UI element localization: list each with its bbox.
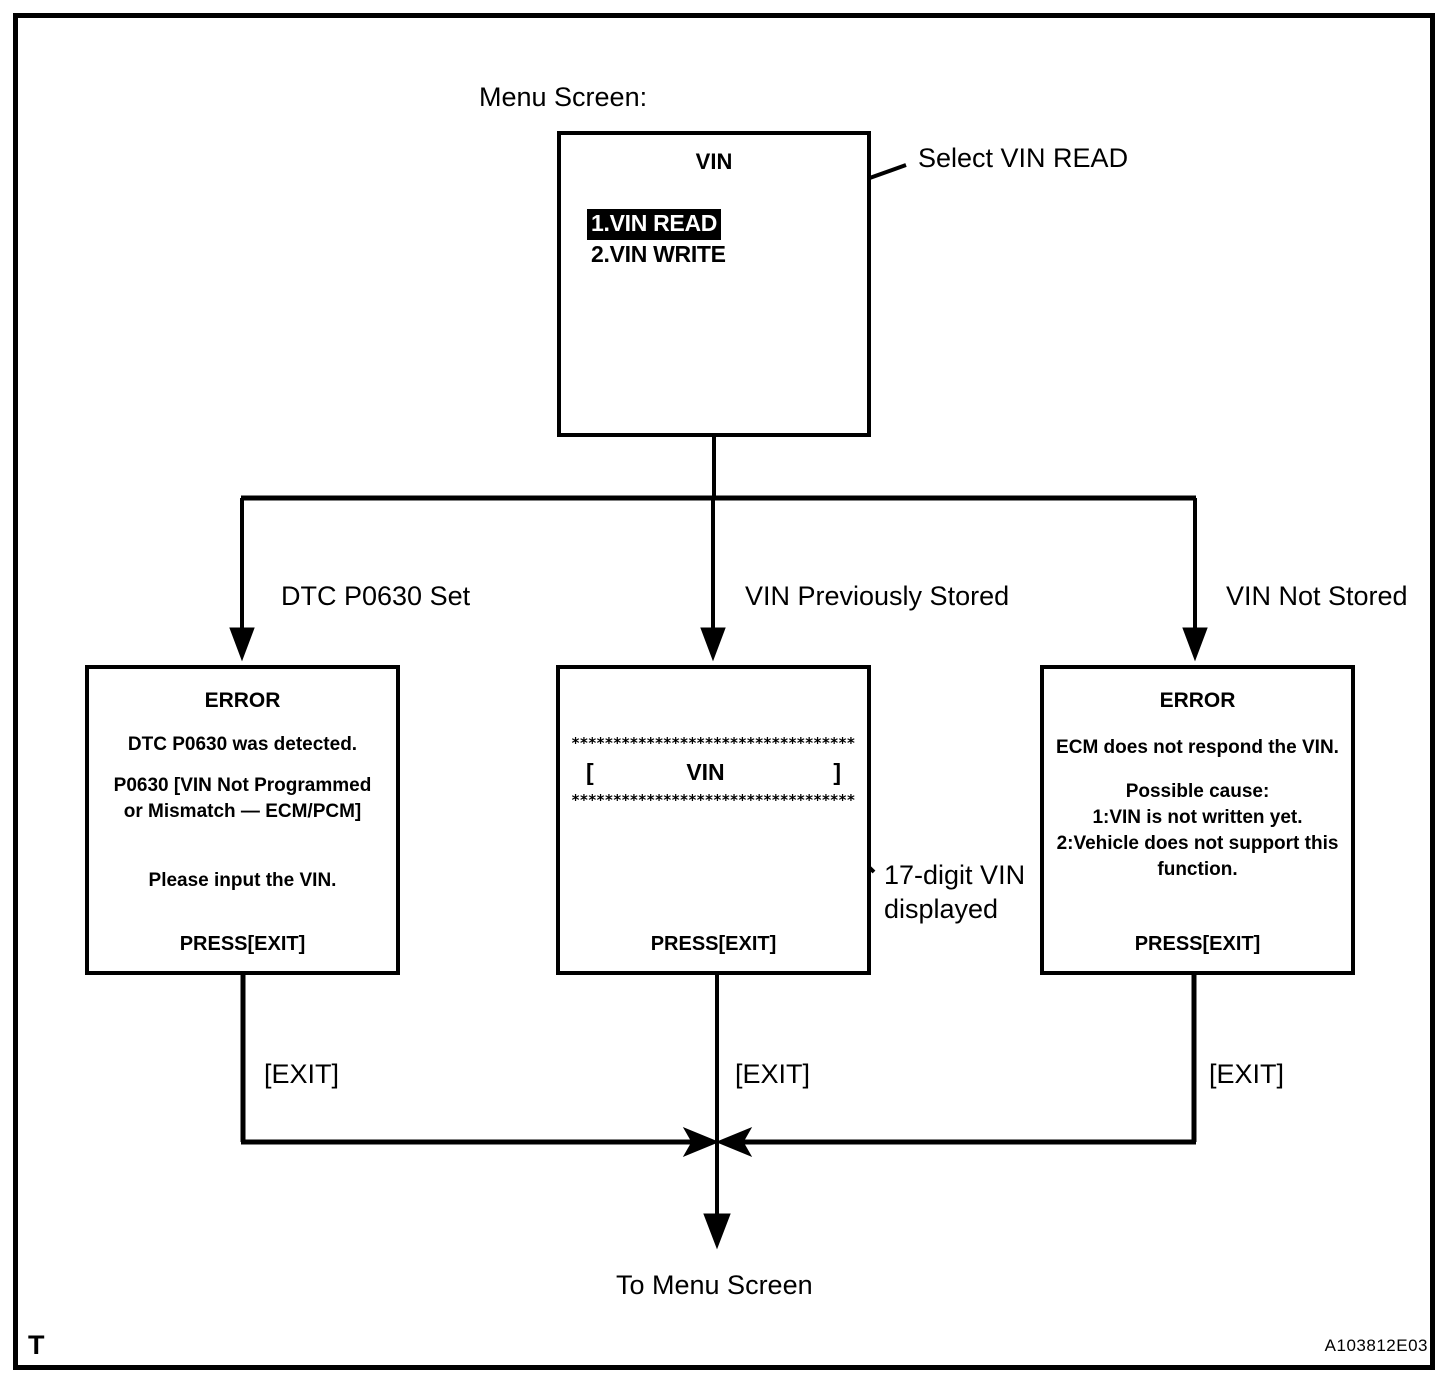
corner-mark-t: T: [28, 1330, 45, 1360]
vin-display-bracket-open: [: [586, 759, 594, 785]
vin-display-stars-bottom: **********************************: [571, 791, 856, 809]
page-border: [13, 13, 1435, 1370]
error-dtc-screen-box: ERROR DTC P0630 was detected. P0630 [VIN…: [85, 665, 400, 975]
callout-select-vin-read: Select VIN READ: [918, 143, 1129, 173]
vin-display-bracket-close: ]: [833, 759, 841, 785]
error-no-response-line-cause-1: 1:VIN is not written yet.: [1092, 807, 1303, 828]
error-dtc-press-exit: PRESS[EXIT]: [179, 933, 306, 955]
vin-display-stars-top: **********************************: [571, 734, 856, 752]
error-dtc-line-code-b: or Mismatch — ECM/PCM]: [123, 801, 362, 822]
error-dtc-line-detected: DTC P0630 was detected.: [127, 734, 358, 755]
error-no-response-screen-box: ERROR ECM does not respond the VIN. Poss…: [1040, 665, 1355, 975]
menu-screen-box: VIN 1.VIN READ 2.VIN WRITE: [557, 131, 871, 437]
error-dtc-title: ERROR: [204, 689, 281, 712]
to-menu-screen-label: To Menu Screen: [616, 1270, 813, 1300]
error-no-response-line-possible-cause: Possible cause:: [1125, 781, 1270, 802]
figure-code: A103812E03: [1324, 1336, 1428, 1355]
menu-screen-title: VIN: [695, 149, 733, 174]
menu-item-vin-read[interactable]: 1.VIN READ: [587, 209, 722, 240]
error-dtc-line-code-a: P0630 [VIN Not Programmed: [113, 775, 372, 796]
vin-display-press-exit: PRESS[EXIT]: [650, 933, 777, 955]
callout-17-digit-vin-line2: displayed: [884, 894, 999, 924]
error-dtc-line-input-vin: Please input the VIN.: [148, 870, 337, 891]
menu-item-vin-write[interactable]: 2.VIN WRITE: [591, 240, 726, 267]
exit-label-left: [EXIT]: [264, 1059, 340, 1089]
callout-17-digit-vin-line1: 17-digit VIN: [884, 860, 1026, 890]
error-no-response-press-exit: PRESS[EXIT]: [1134, 933, 1261, 955]
vin-display-screen-box: ********************************** [ VIN…: [556, 665, 871, 975]
menu-item-list: 1.VIN READ 2.VIN WRITE: [587, 209, 730, 271]
branch-label-dtc-p0630-set: DTC P0630 Set: [281, 581, 471, 611]
error-no-response-line-main: ECM does not respond the VIN.: [1056, 737, 1339, 758]
exit-label-middle: [EXIT]: [735, 1059, 811, 1089]
error-no-response-title: ERROR: [1159, 689, 1236, 712]
branch-label-vin-not-stored: VIN Not Stored: [1226, 581, 1408, 611]
vin-display-value: VIN: [686, 759, 725, 785]
error-no-response-line-cause-2: 2:Vehicle does not support this: [1056, 833, 1339, 854]
exit-label-right: [EXIT]: [1209, 1059, 1285, 1089]
vin-display-readout-row: [ VIN ]: [586, 757, 841, 788]
error-no-response-line-cause-2-cont: function.: [1157, 859, 1238, 880]
branch-label-vin-previously-stored: VIN Previously Stored: [745, 581, 1010, 611]
menu-screen-caption: Menu Screen:: [479, 82, 648, 112]
